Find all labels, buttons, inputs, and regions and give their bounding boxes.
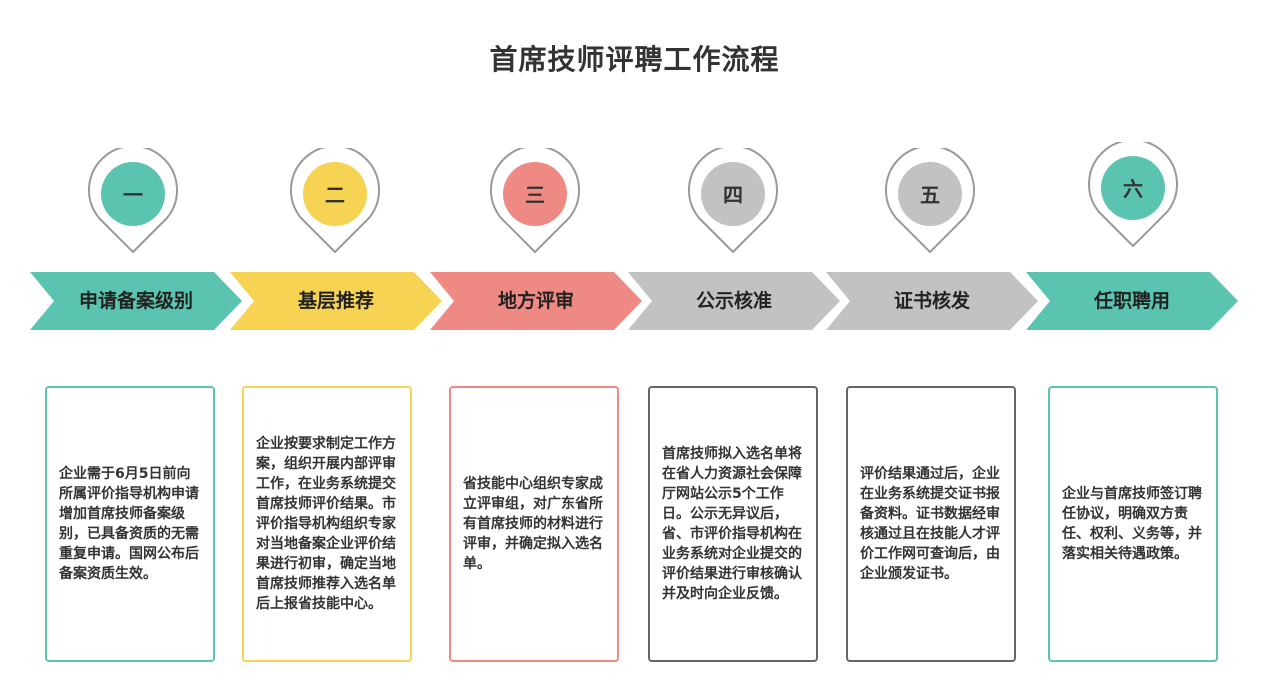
chevron-shape — [30, 272, 242, 330]
step-number: 一 — [123, 183, 143, 207]
chevron-shape — [826, 272, 1038, 330]
step-description: 企业与首席技师签订聘任协议，明确双方责任、权利、义务等，并落实相关待遇政策。 — [1062, 486, 1202, 562]
map-pin-icon — [88, 148, 178, 253]
pin-circle — [503, 162, 567, 226]
step-card-4: 首席技师拟入选名单将在省人力资源社会保障厅网站公示5个工作日。公示无异议后，省、… — [648, 386, 818, 662]
step-pin-3: 三 — [485, 148, 585, 258]
step-description: 企业需于6月5日前向所属评价指导机构申请增加首席技师备案级别，已具备资质的无需重… — [59, 466, 199, 582]
map-pin-icon — [885, 148, 975, 253]
step-arrow-2 — [230, 272, 442, 330]
step-label: 申请备案级别 — [78, 290, 193, 312]
map-pin-icon — [688, 148, 778, 253]
step-description: 企业按要求制定工作方案，组织开展内部评审工作，在业务系统提交首席技师评价结果。市… — [256, 436, 396, 612]
map-pin-icon — [490, 148, 580, 253]
step-arrow-5 — [826, 272, 1038, 330]
step-label: 公示核准 — [695, 290, 772, 312]
step-pin-1: 一 — [83, 148, 183, 258]
step-pin-2: 二 — [285, 148, 385, 258]
step-card-6: 企业与首席技师签订聘任协议，明确双方责任、权利、义务等，并落实相关待遇政策。 — [1048, 386, 1218, 662]
step-label: 地方评审 — [497, 290, 574, 312]
pin-circle — [303, 162, 367, 226]
step-description: 评价结果通过后，企业在业务系统提交证书报备资料。证书数据经审核通过且在技能人才评… — [860, 466, 1000, 582]
step-number: 五 — [920, 183, 940, 207]
map-pin-icon — [290, 148, 380, 253]
chevron-shape — [1026, 272, 1238, 330]
step-card-1: 企业需于6月5日前向所属评价指导机构申请增加首席技师备案级别，已具备资质的无需重… — [45, 386, 215, 662]
chevron-shape — [628, 272, 840, 330]
step-number: 四 — [723, 183, 743, 207]
step-pin-5: 五 — [880, 148, 980, 258]
step-arrow-4 — [628, 272, 840, 330]
step-arrow-6 — [1026, 272, 1238, 330]
pin-circle — [898, 162, 962, 226]
step-pin-4: 四 — [683, 148, 783, 258]
step-label: 任职聘用 — [1093, 290, 1170, 312]
step-card-3: 省技能中心组织专家成立评审组，对广东省所有首席技师的材料进行评审，并确定拟入选名… — [449, 386, 619, 662]
map-pin-icon — [1088, 142, 1178, 247]
step-number: 六 — [1123, 177, 1143, 201]
step-card-5: 评价结果通过后，企业在业务系统提交证书报备资料。证书数据经审核通过且在技能人才评… — [846, 386, 1016, 662]
step-pin-6: 六 — [1083, 142, 1183, 252]
pin-circle — [101, 162, 165, 226]
step-label: 证书核发 — [893, 290, 970, 312]
step-description: 首席技师拟入选名单将在省人力资源社会保障厅网站公示5个工作日。公示无异议后，省、… — [662, 446, 802, 602]
step-description: 省技能中心组织专家成立评审组，对广东省所有首席技师的材料进行评审，并确定拟入选名… — [463, 476, 603, 572]
step-card-2: 企业按要求制定工作方案，组织开展内部评审工作，在业务系统提交首席技师评价结果。市… — [242, 386, 412, 662]
chevron-shape — [230, 272, 442, 330]
pin-circle — [701, 162, 765, 226]
step-arrow-3 — [430, 272, 642, 330]
chevron-shape — [430, 272, 642, 330]
step-label: 基层推荐 — [297, 290, 374, 312]
step-number: 三 — [525, 183, 545, 207]
pin-circle — [1101, 156, 1165, 220]
page-title: 首席技师评聘工作流程 — [489, 43, 780, 76]
step-arrow-1 — [30, 272, 242, 330]
step-number: 二 — [325, 183, 345, 207]
